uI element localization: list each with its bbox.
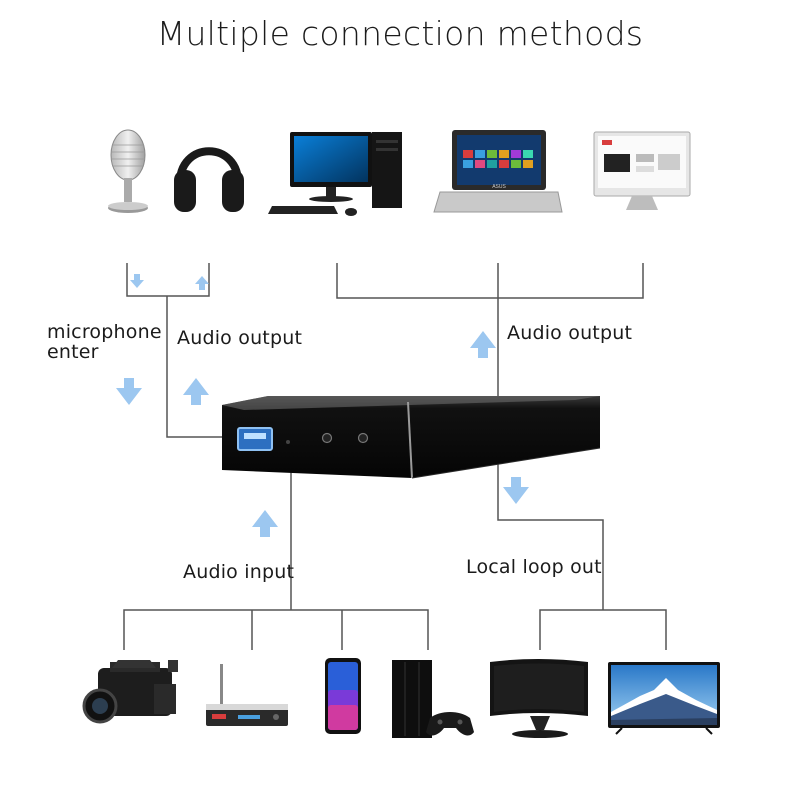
audio-input-label: Audio input <box>183 561 295 583</box>
monitor-brand: ASUS <box>492 184 506 190</box>
connection-lines <box>123 263 667 650</box>
microphone-enter-label: microphone enter <box>47 322 162 362</box>
arrow-up-icon <box>183 378 209 405</box>
local-loop-out-label: Local loop out <box>466 556 602 578</box>
microphone-icon <box>108 129 148 213</box>
desktop-computer-icon <box>268 132 402 216</box>
loop-out-line <box>497 462 604 610</box>
audio-trunk-line <box>166 296 223 438</box>
arrow-down-icon <box>116 378 142 405</box>
headphones-icon <box>174 147 244 212</box>
audio-jack-icon <box>357 432 369 444</box>
capture-box-icon <box>222 396 601 479</box>
gamepad-icon <box>426 712 474 736</box>
laptop-icon: ASUS <box>433 130 563 213</box>
camcorder-icon <box>82 660 178 724</box>
game-console-icon <box>392 660 474 738</box>
all-in-one-pc-icon <box>593 131 691 210</box>
audio-output-left-label: Audio output <box>177 327 303 349</box>
pc-bracket-line <box>336 263 644 299</box>
arrow-up-icon <box>195 276 209 290</box>
microphone-enter-line-1: microphone <box>47 321 162 343</box>
set-top-box-icon <box>206 664 288 726</box>
input-bracket-line <box>123 609 429 650</box>
flat-tv-icon <box>608 662 720 735</box>
audio-jack-icon <box>321 432 333 444</box>
arrow-down-icon <box>130 274 144 288</box>
smartphone-icon <box>325 658 361 734</box>
arrow-up-icon <box>470 331 496 358</box>
microphone-enter-line-2: enter <box>47 341 99 363</box>
page-title: Multiple connection methods <box>156 14 644 53</box>
loop-out-bracket-line <box>539 609 667 650</box>
arrow-up-icon <box>252 510 278 537</box>
audio-bracket-line <box>126 263 210 297</box>
arrow-down-icon <box>503 477 529 504</box>
flow-arrows <box>116 274 529 537</box>
audio-output-right-label: Audio output <box>507 322 633 344</box>
tile-grid <box>463 150 533 168</box>
curved-monitor-icon <box>490 659 588 738</box>
